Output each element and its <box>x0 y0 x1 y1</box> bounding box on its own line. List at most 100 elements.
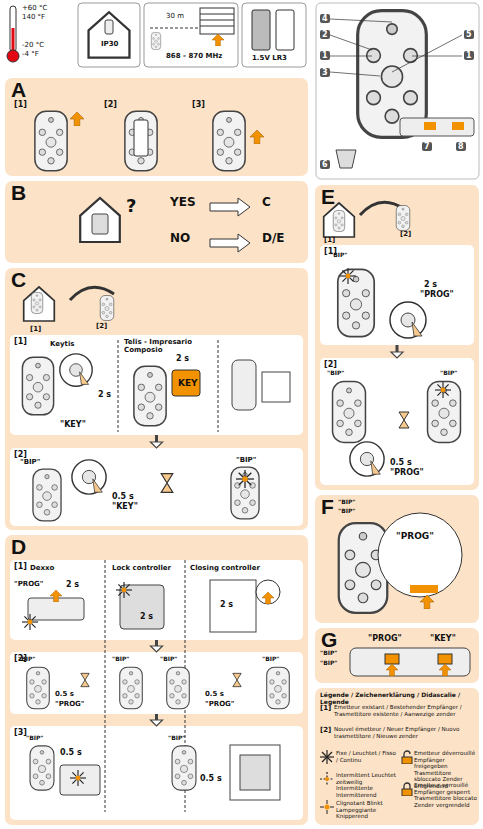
arrow-head <box>151 442 163 448</box>
legend-text: Fixe / Leuchtet / Fisso / Continu <box>336 750 398 763</box>
label-text: 2 s <box>176 354 189 363</box>
label-text: 140 °F <box>22 13 45 21</box>
section-letter: G <box>321 628 337 652</box>
legend-symbol <box>400 750 414 764</box>
label-text: 2 s <box>140 612 153 621</box>
panel-a-illustration <box>35 111 264 171</box>
label-text: YES <box>170 196 196 210</box>
label-text: [2] <box>96 322 107 330</box>
spec-icons <box>7 3 306 67</box>
flow-arrow <box>391 345 403 358</box>
flow-arrow <box>151 435 163 448</box>
label-text: 2 s <box>220 600 233 609</box>
label-text: "PROG" <box>396 531 434 541</box>
label-text: [1] <box>30 325 41 333</box>
label-text: "KEY" <box>60 420 86 429</box>
label-text: [1] <box>324 236 335 244</box>
label-text: "BIP" <box>160 656 177 663</box>
callout-number: 3 <box>320 68 330 77</box>
label-text: Lock controller <box>112 564 171 572</box>
legend-title: Légende / Zeichenerklärung / Didascalie … <box>320 691 474 705</box>
step-box: [2] <box>10 652 303 714</box>
panel-c-illustration <box>22 287 290 521</box>
callout-number: 5 <box>464 30 474 39</box>
arrow-head <box>391 352 403 358</box>
legend-text: Clignotant Blinkt Lampeggiante Knipperen… <box>336 800 398 820</box>
label-text: Closing controller <box>190 564 260 572</box>
label-text: "PROG" <box>205 700 235 708</box>
step-number: [2] <box>324 360 337 369</box>
label-text: "BIP" <box>20 458 40 466</box>
legend-text: Nouvel émetteur / Neuer Empfänger / Nuov… <box>334 726 476 739</box>
label-text: "PROG" <box>420 290 454 299</box>
label-text: "PROG" <box>14 580 44 588</box>
label-text: 30 m <box>166 12 184 20</box>
step-number: [2] <box>14 450 27 459</box>
label-text: 0.5 s <box>200 774 222 783</box>
label-text: 2 s <box>98 390 111 399</box>
label-text: [2] <box>320 726 331 734</box>
label-text: "BIP" <box>112 656 129 663</box>
panel-e-illustration <box>324 202 461 476</box>
label-text: -4 °F <box>22 50 39 58</box>
label-text: 2 s <box>424 280 437 289</box>
callout-number: 1 <box>320 51 330 60</box>
section-panel: B <box>5 181 308 263</box>
panel-f-illustration <box>339 513 462 613</box>
callout-number: 1 <box>464 51 474 60</box>
legend-text: Emetteur existant / Bestehender Empfänge… <box>334 704 476 717</box>
label-text: 0.5 s <box>55 690 74 698</box>
label-text: "BIP" <box>320 660 337 667</box>
label-text: "KEY" <box>112 502 138 511</box>
label-text: 868 - 870 MHz <box>166 52 222 60</box>
label-text: ? <box>126 196 136 217</box>
step-number: [1] <box>14 337 27 346</box>
flow-arrow <box>151 714 163 726</box>
section-letter: F <box>321 495 334 519</box>
remote-parts-diagram <box>316 3 479 179</box>
legend-symbol <box>320 800 334 814</box>
label-text: "PROG" <box>368 634 402 643</box>
label-text: [2] <box>104 100 117 109</box>
label-text: Dexxo <box>30 564 54 572</box>
label-text: "BIP" <box>338 499 355 506</box>
section-letter: B <box>11 181 26 205</box>
label-text: "PROG" <box>55 700 85 708</box>
label-text: D/E <box>262 232 285 246</box>
arrow-head <box>151 720 163 726</box>
legend-text: Intermittent Leuchtet zeitweilig Intermi… <box>336 772 398 798</box>
label-text: "BIP" <box>18 656 35 663</box>
flow-arrow <box>151 640 163 652</box>
label-text: 0.5 s <box>60 748 82 757</box>
label-text: [3] <box>192 100 205 109</box>
label-text: KEY <box>178 378 198 388</box>
label-text: "BIP" <box>168 735 185 742</box>
label-text: "BIP" <box>327 370 344 377</box>
label-text: NO <box>170 232 190 246</box>
label-text: "BIP" <box>320 650 337 657</box>
arrow-head <box>151 646 163 652</box>
label-text: IP30 <box>101 40 118 48</box>
label-text: 0.5 s <box>390 458 412 467</box>
callout-number: 7 <box>422 142 432 151</box>
step-number: [1] <box>14 562 27 571</box>
label-text: "BIP" <box>26 735 43 742</box>
section-letter: A <box>11 78 26 102</box>
label-text: 1.5V LR3 <box>252 54 287 62</box>
label-text: -20 °C <box>22 41 44 49</box>
label-text: 0.5 s <box>112 492 134 501</box>
label-text: "KEY" <box>430 634 456 643</box>
label-text: "BIP" <box>330 252 347 259</box>
callout-number: 4 <box>320 14 330 23</box>
callout-number: 8 <box>456 142 466 151</box>
label-text: 0.5 s <box>205 690 224 698</box>
label-text: 2 s <box>66 580 79 589</box>
label-text: "PROG" <box>390 468 424 477</box>
label-text: "BIP" <box>338 508 355 515</box>
section-letter: C <box>11 268 26 292</box>
label-text: [1] <box>14 100 27 109</box>
label-text: [2] <box>400 230 411 238</box>
label-text: Telis - Impresario Composio <box>124 338 204 354</box>
